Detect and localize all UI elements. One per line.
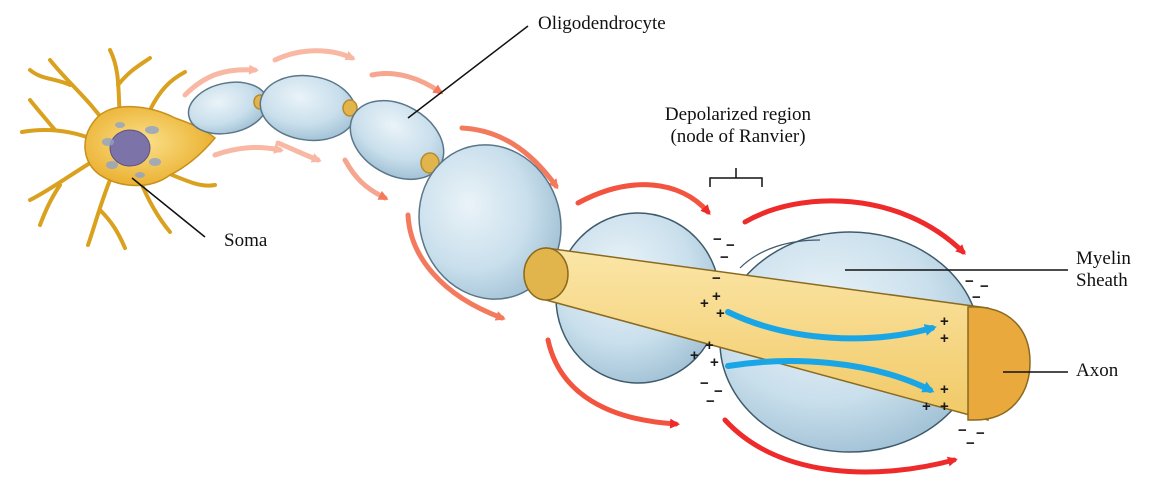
svg-text:−: −	[713, 231, 722, 248]
leader-line-oligodendrocyte	[408, 26, 528, 118]
svg-text:−: −	[965, 273, 974, 290]
label-myelin-line1: Myelin	[1076, 248, 1131, 270]
svg-text:−: −	[972, 289, 981, 306]
signal-arrow	[578, 185, 708, 212]
signal-arrow	[372, 74, 440, 92]
signal-arrow	[278, 143, 318, 160]
svg-text:+: +	[700, 295, 709, 312]
label-depolarized-line2: (node of Ranvier)	[640, 126, 836, 148]
signal-arrow	[215, 148, 280, 155]
label-myelin-line2: Sheath	[1076, 270, 1131, 292]
axon-end	[968, 307, 1030, 420]
axon-node-cap	[524, 248, 568, 300]
svg-text:−: −	[712, 270, 721, 287]
svg-text:−: −	[966, 435, 975, 452]
svg-text:+: +	[940, 398, 949, 415]
node-bracket	[710, 168, 762, 187]
label-oligodendrocyte: Oligodendrocyte	[538, 13, 666, 35]
svg-text:+: +	[705, 337, 714, 354]
svg-text:+: +	[710, 354, 719, 371]
svg-text:+: +	[712, 288, 721, 305]
svg-text:−: −	[980, 278, 989, 295]
label-myelin-sheath: Myelin Sheath	[1076, 248, 1131, 292]
svg-text:+: +	[690, 347, 699, 364]
label-axon: Axon	[1076, 360, 1118, 382]
svg-text:−: −	[976, 425, 985, 442]
svg-text:−: −	[720, 249, 729, 266]
label-depolarized-line1: Depolarized region	[640, 104, 836, 126]
signal-arrow	[275, 51, 352, 60]
svg-text:−: −	[700, 375, 709, 392]
label-depolarized-region: Depolarized region (node of Ranvier)	[640, 104, 836, 148]
nucleus	[110, 130, 150, 166]
svg-text:+: +	[940, 381, 949, 398]
svg-text:+: +	[940, 313, 949, 330]
label-soma: Soma	[224, 230, 267, 252]
svg-text:+: +	[940, 330, 949, 347]
svg-text:−: −	[714, 383, 723, 400]
svg-text:+: +	[922, 398, 931, 415]
svg-text:+: +	[716, 305, 725, 322]
svg-text:−: −	[706, 393, 715, 410]
